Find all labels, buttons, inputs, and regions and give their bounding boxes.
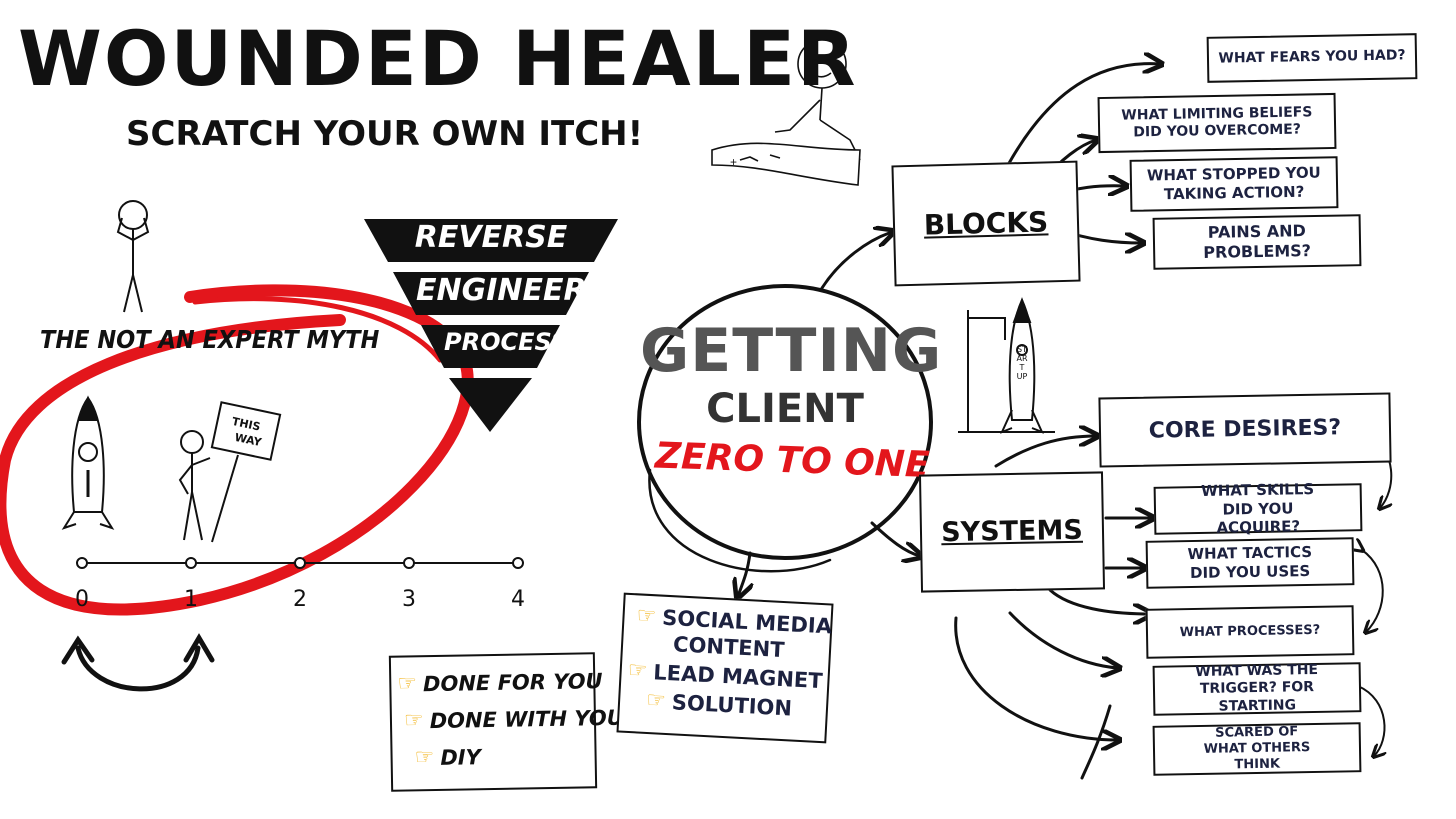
hub-line-1: GETTING — [640, 316, 943, 386]
blocks-item: WHAT LIMITING BELIEFS DID YOU OVERCOME? — [1097, 92, 1337, 154]
red-circle-highlight — [0, 284, 474, 616]
worried-figure-icon — [116, 200, 150, 313]
blocks-item: WHAT FEARS YOU HAD? — [1206, 33, 1418, 83]
hub-line-2: CLIENT — [706, 386, 864, 432]
timeline — [76, 557, 524, 569]
systems-arrows — [954, 436, 1152, 780]
blocks-item: PAINS AND PROBLEMS? — [1152, 214, 1362, 270]
swap-arrow-icon — [61, 633, 215, 692]
rocket-man-icon — [61, 395, 115, 530]
tick-label: 1 — [184, 587, 198, 612]
list-item: ☞ DIY — [414, 744, 482, 771]
page-title: WOUNDED HEALER — [18, 14, 858, 103]
svg-text:+: + — [730, 155, 737, 169]
sign-holder-icon — [178, 401, 282, 543]
systems-item: SCARED OF WHAT OTHERS THINK — [1152, 722, 1362, 776]
pointing-hand-icon: ☞ — [627, 657, 649, 684]
tick-label: 4 — [511, 587, 525, 612]
rocket-label: START UP — [1016, 345, 1028, 381]
blocks-item: WHAT STOPPED YOU TAKING ACTION? — [1129, 156, 1339, 212]
pointing-hand-icon: ☞ — [397, 671, 418, 697]
list-item: ☞ DONE FOR YOU — [397, 668, 603, 697]
systems-item: WHAT WAS THE TRIGGER? FOR STARTING — [1152, 662, 1362, 716]
list-item: ☞ SOCIAL MEDIA — [635, 603, 833, 639]
pointing-hand-icon: ☞ — [645, 687, 667, 714]
startup-rocket-icon — [958, 297, 1055, 434]
myth-label: THE NOT AN EXPERT MYTH — [40, 325, 380, 354]
hub-circle — [637, 284, 933, 573]
hub-arrows — [738, 232, 920, 596]
systems-item: WHAT PROCESSES? — [1145, 605, 1355, 659]
offer-list-box: ☞ DONE FOR YOU ☞ DONE WITH YOU ☞ DIY — [388, 652, 624, 792]
pointing-hand-icon: ☞ — [414, 745, 435, 771]
systems-item: WHAT SKILLS DID YOU ACQUIRE? — [1153, 480, 1363, 537]
treasure-map-figure-icon: + — [711, 39, 861, 186]
funnel-step: REVERSE — [414, 220, 568, 255]
tick-label: 0 — [75, 587, 89, 612]
systems-box: SYSTEMS — [918, 471, 1106, 593]
tick-label: 3 — [402, 587, 416, 612]
content-list-box: ☞ SOCIAL MEDIA CONTENT ☞ LEAD MAGNET ☞ S… — [616, 592, 834, 744]
pointing-hand-icon: ☞ — [403, 708, 424, 734]
loop-arrows — [1358, 432, 1391, 756]
list-item: ☞ DONE WITH YOU — [403, 705, 624, 734]
blocks-box: BLOCKS — [891, 160, 1081, 287]
funnel-step: PROCESS — [444, 328, 569, 356]
funnel — [364, 219, 618, 432]
blocks-label: BLOCKS — [923, 205, 1049, 242]
systems-item: WHAT TACTICS DID YOU USES — [1145, 537, 1355, 589]
tick-label: 2 — [293, 587, 307, 612]
systems-label: SYSTEMS — [940, 514, 1084, 549]
systems-item: CORE DESIRES? — [1098, 392, 1392, 468]
pointing-hand-icon: ☞ — [635, 603, 657, 630]
page-subtitle: SCRATCH YOUR OWN ITCH! — [126, 114, 644, 154]
funnel-step: ENGINEER — [416, 273, 587, 308]
list-item: ☞ SOLUTION — [645, 687, 793, 721]
